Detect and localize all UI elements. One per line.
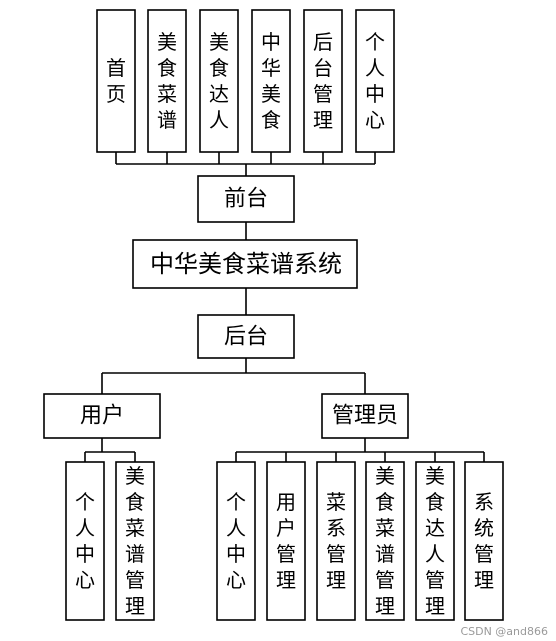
admin-module: 菜系管理 [316, 461, 356, 621]
user-module: 个人中心 [65, 461, 105, 621]
admin-module-label: 菜系管理 [326, 490, 346, 592]
user-module-label: 个人中心 [75, 490, 95, 592]
admin-module-label: 美食菜谱管理 [375, 464, 395, 618]
front-end-node: 前台 [197, 175, 295, 223]
front-module: 美食达人 [199, 9, 239, 153]
back-end-label: 后台 [224, 325, 268, 350]
front-end-label: 前台 [224, 187, 268, 212]
back-end-node: 后台 [197, 314, 295, 359]
user-module-list: 个人中心 美食菜谱管理 [65, 461, 155, 621]
system-title: 中华美食菜谱系统 [150, 250, 342, 278]
admin-module-list: 个人中心 用户管理 菜系管理 美食菜谱管理 美食达人管理 系统管理 [216, 461, 504, 621]
front-module: 首页 [96, 9, 136, 153]
front-module-label: 首页 [106, 56, 126, 106]
admin-module-label: 美食达人管理 [425, 464, 445, 618]
admin-module: 美食菜谱管理 [365, 461, 405, 621]
user-role-label: 用户 [80, 404, 124, 429]
user-role-node: 用户 [43, 393, 161, 439]
front-module-label: 个人中心 [365, 30, 385, 132]
front-module-label: 后台管理 [313, 30, 333, 132]
front-module-label: 中华美食 [261, 30, 281, 132]
admin-module: 系统管理 [464, 461, 504, 621]
front-module: 美食菜谱 [147, 9, 187, 153]
admin-module: 用户管理 [266, 461, 306, 621]
admin-module: 美食达人管理 [415, 461, 455, 621]
front-module-list: 首页 美食菜谱 美食达人 中华美食 后台管理 个人中心 [96, 9, 395, 153]
admin-role-label: 管理员 [332, 404, 398, 429]
front-module-label: 美食达人 [209, 30, 229, 132]
admin-module-label: 系统管理 [474, 490, 494, 592]
connector-lines [84, 152, 485, 462]
system-root-node: 中华美食菜谱系统 [132, 239, 358, 289]
admin-module-label: 用户管理 [276, 490, 296, 592]
csdn-watermark: CSDN @and866 [460, 625, 548, 638]
front-module: 后台管理 [303, 9, 343, 153]
user-module-label: 美食菜谱管理 [125, 464, 145, 618]
front-module: 中华美食 [251, 9, 291, 153]
front-module: 个人中心 [355, 9, 395, 153]
admin-module: 个人中心 [216, 461, 256, 621]
admin-role-node: 管理员 [321, 393, 409, 439]
front-module-label: 美食菜谱 [157, 30, 177, 132]
admin-module-label: 个人中心 [226, 490, 246, 592]
user-module: 美食菜谱管理 [115, 461, 155, 621]
